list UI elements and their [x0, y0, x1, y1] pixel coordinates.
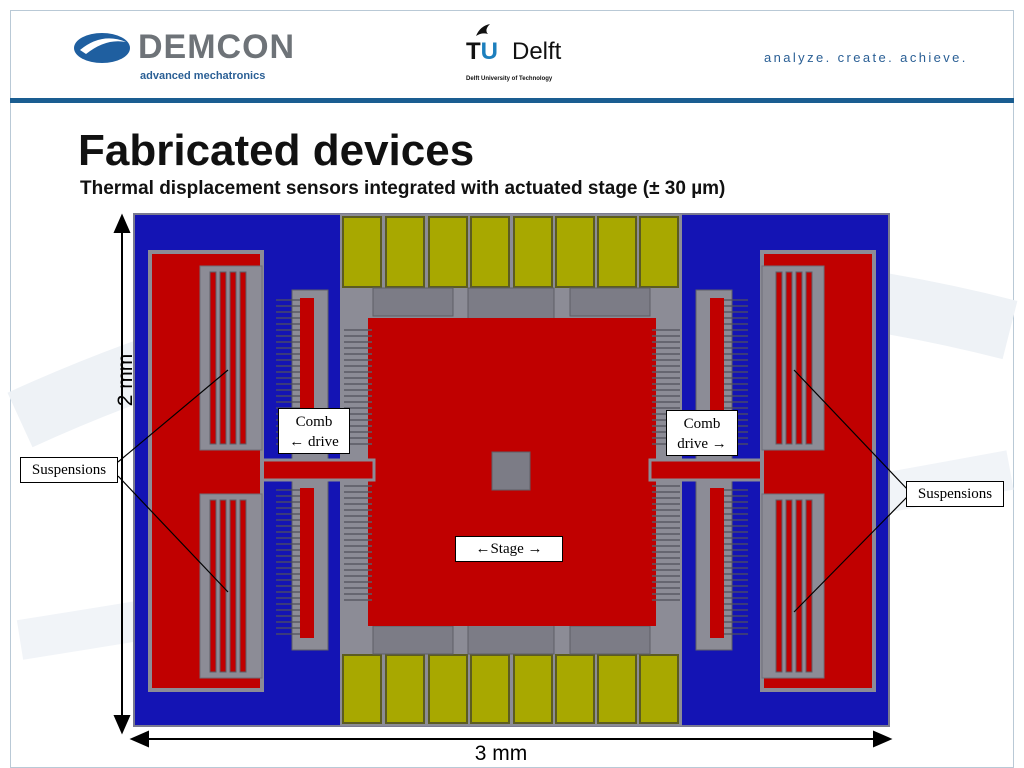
stage-label: ←Stage → [455, 536, 563, 562]
tudelft-flame-icon [476, 24, 490, 36]
slide-title: Fabricated devices [78, 126, 475, 175]
comb-drive-left-label: Comb ← drive [278, 408, 350, 454]
width-dimension-label: 3 mm [466, 742, 536, 766]
tudelft-subtitle: Delft University of Technology [466, 76, 553, 82]
top-bond-pads [342, 216, 679, 288]
bottom-bond-pads [342, 654, 679, 724]
slogan: analyze. create. achieve. [764, 50, 968, 65]
suspensions-left-label: Suspensions [20, 457, 118, 483]
demcon-logo-icon [74, 33, 130, 63]
stage-center-pad [491, 451, 531, 491]
right-suspension [760, 250, 876, 692]
tudelft-letter-t: TU [466, 38, 499, 65]
dimension-arrows [113, 213, 893, 748]
demcon-tagline: advanced mechatronics [140, 70, 266, 82]
slide-subtitle: Thermal displacement sensors integrated … [80, 178, 726, 199]
height-dimension-label: 2 mm [114, 353, 137, 407]
annotation-leader-lines [117, 369, 909, 613]
suspensions-right-label: Suspensions [906, 481, 1004, 507]
tudelft-name: Delft [512, 38, 562, 65]
demcon-name: DEMCON [138, 28, 296, 66]
comb-drive-right-label: Comb drive → [666, 410, 738, 456]
left-suspension [148, 250, 264, 692]
header-divider [10, 98, 1014, 103]
